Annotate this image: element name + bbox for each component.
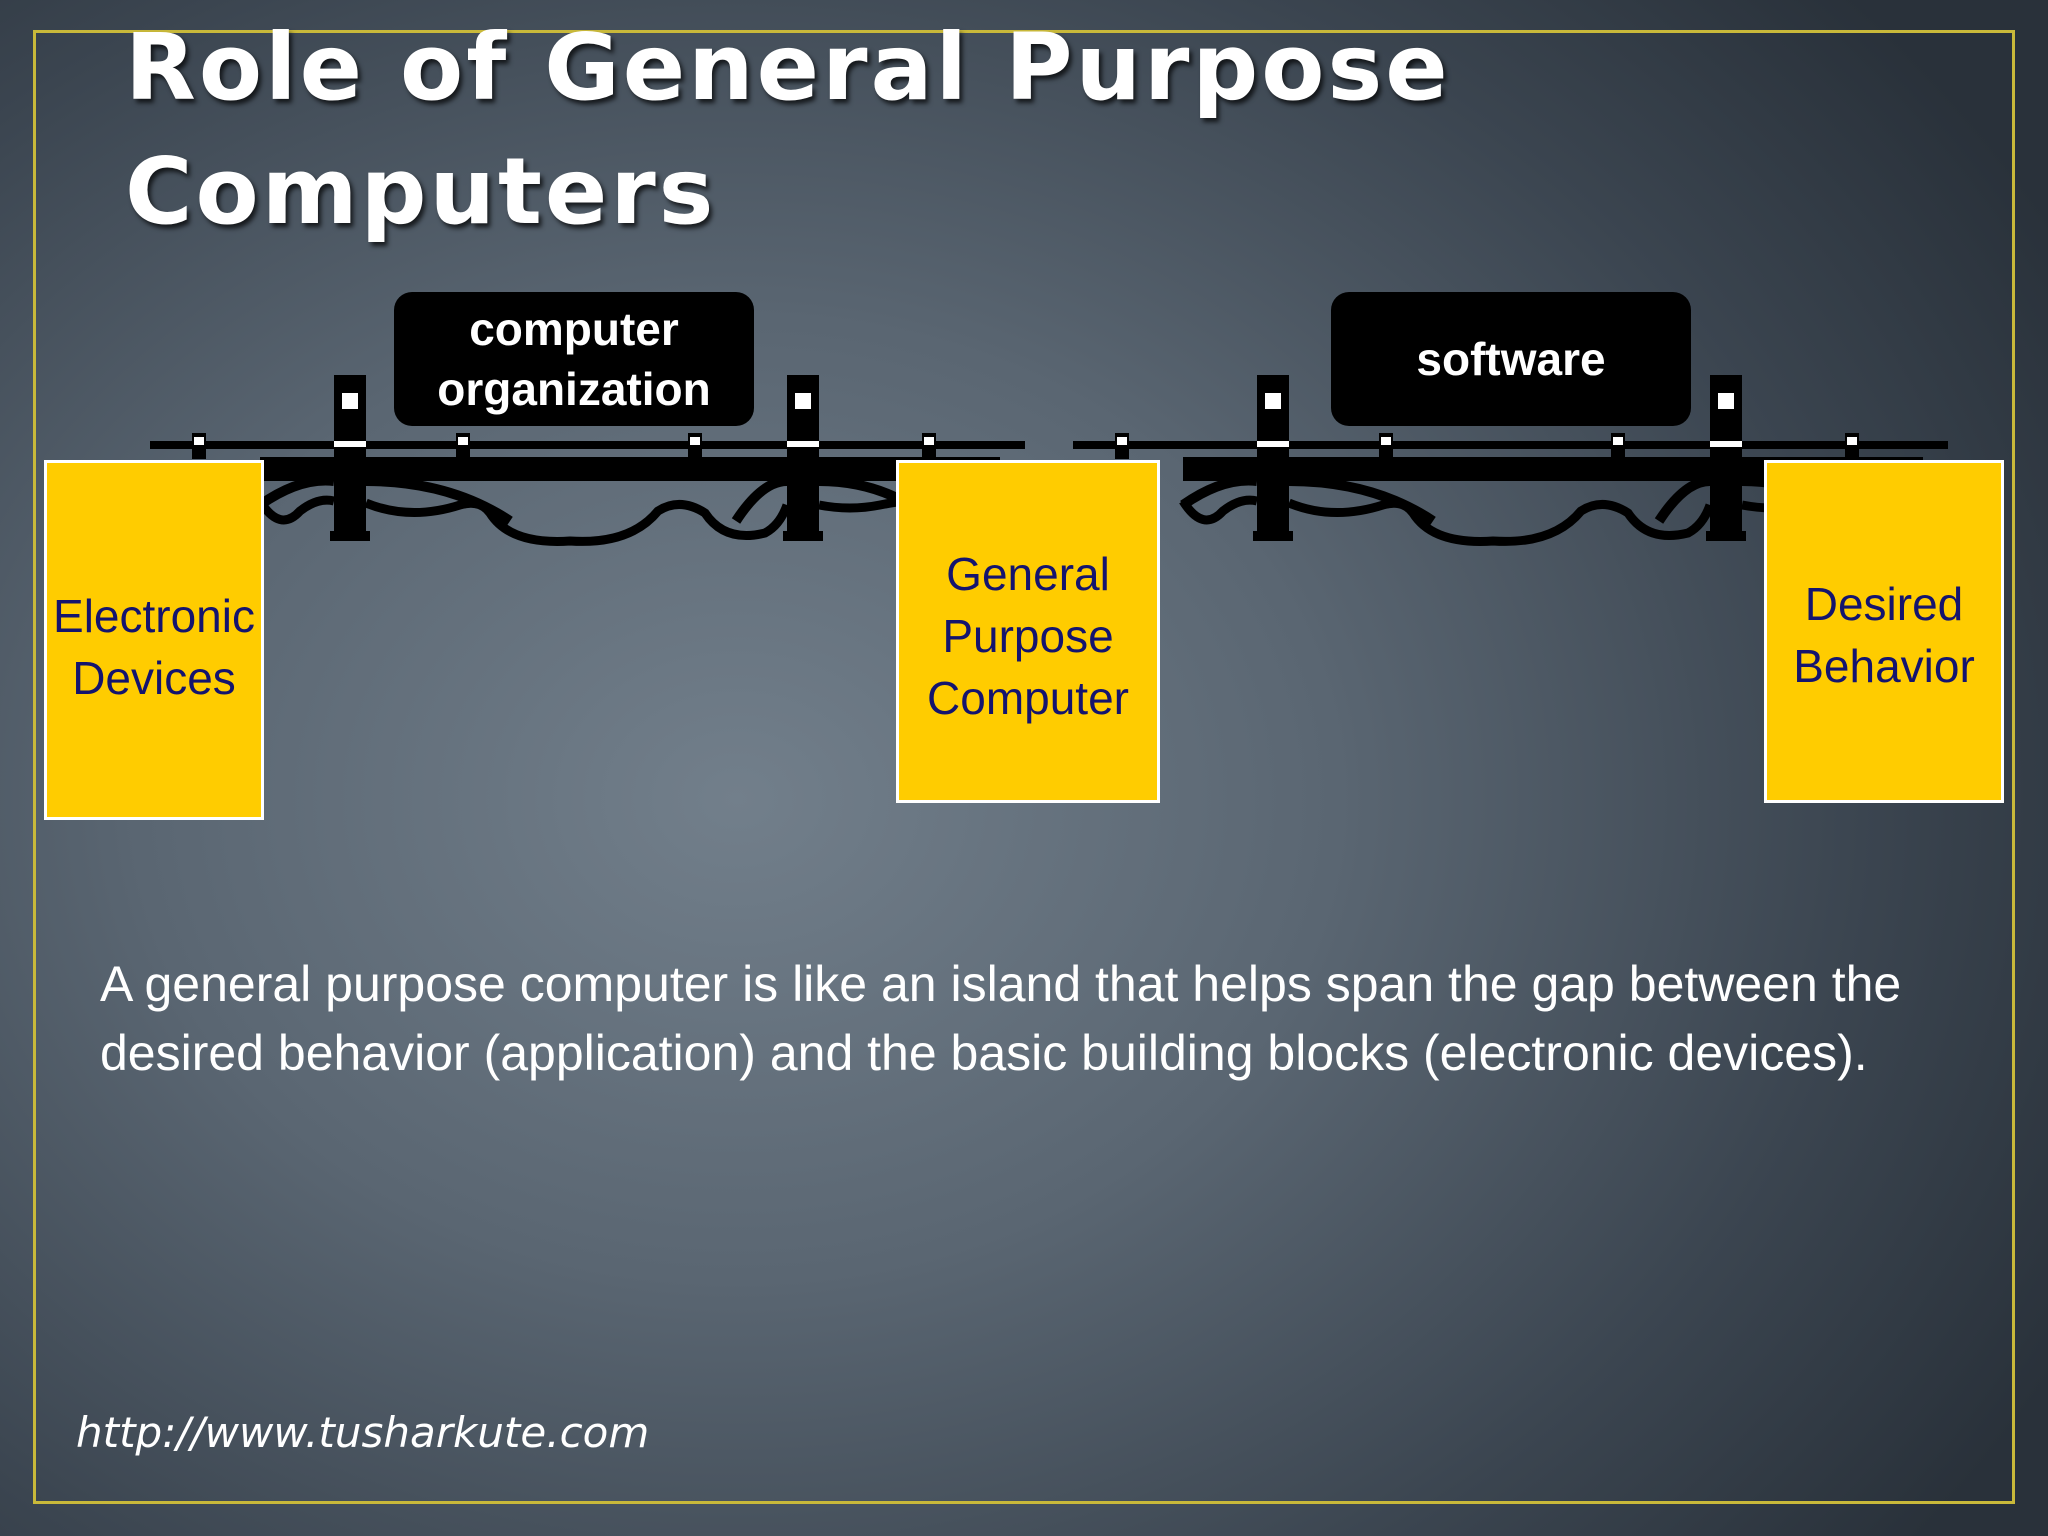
- slide-description: A general purpose computer is like an is…: [100, 956, 1902, 1081]
- general-purpose-computer-island: General Purpose Computer: [896, 460, 1160, 803]
- electronic-line-1: Electronic: [53, 590, 255, 642]
- desired-line-2: Behavior: [1793, 640, 1975, 692]
- electronic-line-2: Devices: [72, 652, 236, 704]
- software-label-text: software: [1416, 333, 1606, 385]
- software-label: software: [1331, 292, 1691, 426]
- title-line-1: Role of General Purpose: [125, 14, 1451, 121]
- slide-title: Role of General Purpose Computers: [125, 6, 1451, 254]
- organization-label-line-1: computer: [469, 303, 679, 355]
- title-line-2: Computers: [125, 138, 717, 245]
- computer-organization-label: computer organization: [394, 292, 754, 426]
- website-link[interactable]: http://www.tusharkute.com: [76, 1408, 650, 1457]
- desired-line-1: Desired: [1804, 578, 1964, 630]
- slide-frame: [33, 30, 2015, 1504]
- organization-label-line-2: organization: [437, 363, 711, 415]
- electronic-devices-island: Electronic Devices: [44, 460, 264, 820]
- gpc-line-1: General: [946, 548, 1110, 600]
- gpc-line-3: Computer: [927, 672, 1129, 724]
- gpc-line-2: Purpose: [942, 610, 1114, 662]
- desired-behavior-island: Desired Behavior: [1764, 460, 2004, 803]
